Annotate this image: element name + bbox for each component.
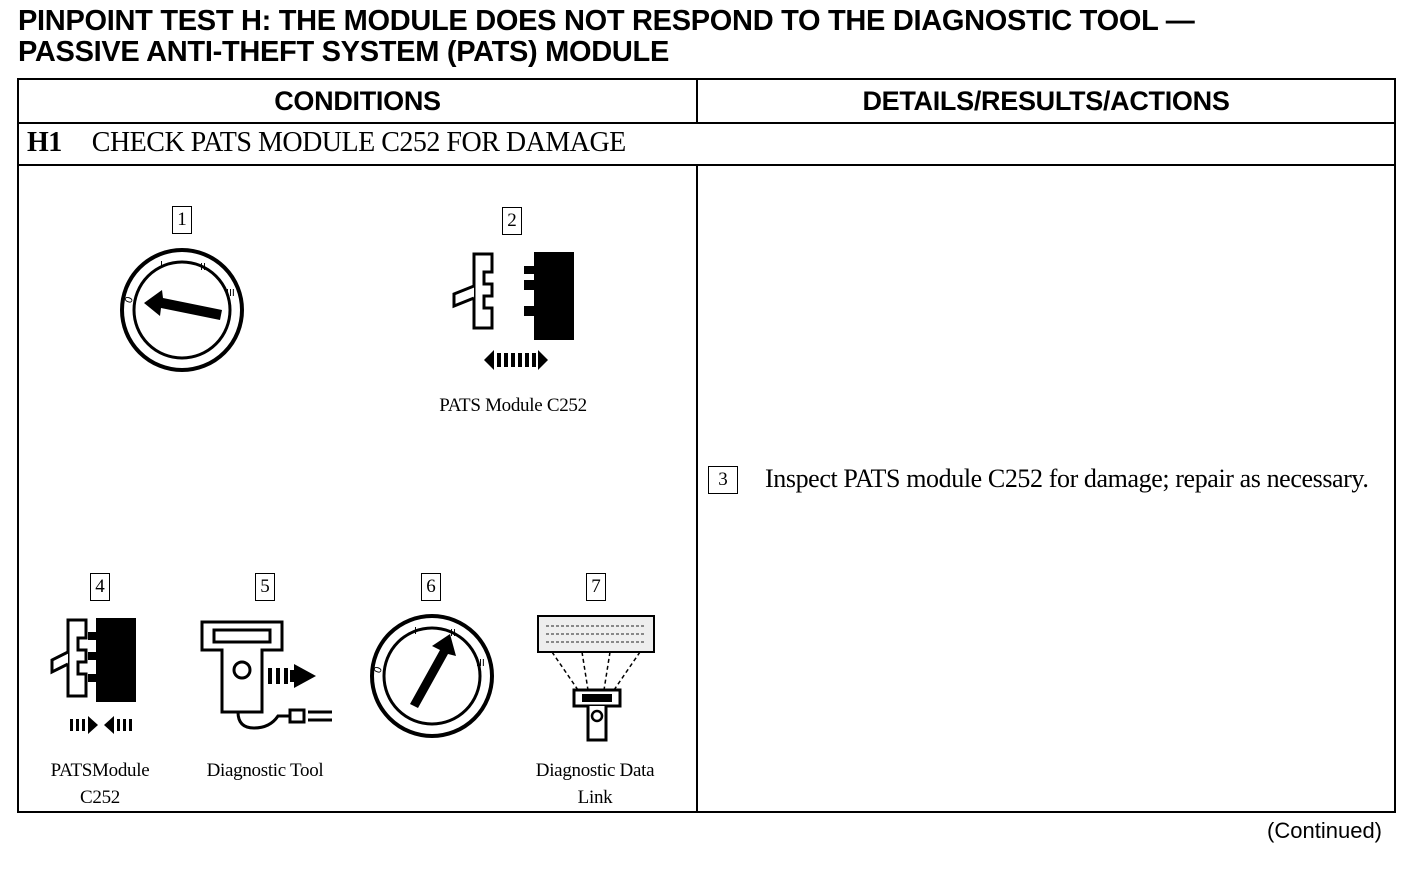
connector-disconnect-icon: [452, 252, 574, 370]
svg-text:III: III: [476, 658, 485, 669]
title-line-1: PINPOINT TEST H: THE MODULE DOES NOT RES…: [18, 5, 1195, 37]
svg-text:III: III: [226, 288, 235, 299]
illustration-number-6: 6: [421, 573, 441, 601]
column-divider: [696, 80, 698, 811]
illustration-caption-7: Diagnostic Data Link: [515, 757, 675, 811]
svg-text:0: 0: [123, 295, 136, 305]
connector-connect-icon: [50, 618, 136, 734]
svg-text:II: II: [200, 262, 206, 273]
conditions-header: CONDITIONS: [274, 86, 441, 116]
header-divider: [19, 122, 1394, 124]
illustration-caption-4: PATSModule C252: [25, 757, 175, 811]
caption-7-line-1: Diagnostic Data: [535, 760, 655, 781]
action-number: 3: [708, 466, 738, 494]
illustration-caption-5: Diagnostic Tool: [206, 760, 324, 781]
step-heading: H1 CHECK PATS MODULE C252 FOR DAMAGE: [27, 127, 626, 159]
step-id: H1: [27, 127, 62, 158]
svg-text:II: II: [450, 628, 456, 639]
svg-text:I: I: [160, 260, 163, 271]
continued-label: (Continued): [1267, 818, 1382, 843]
illustration-number-2: 2: [502, 207, 522, 235]
diagnostic-tool-icon: [200, 620, 332, 730]
svg-text:I: I: [414, 626, 417, 637]
ignition-key-off-icon: 0 I II III: [120, 248, 244, 372]
caption-7-line-2: Link: [577, 787, 613, 808]
illustration-number-5: 5: [255, 573, 275, 601]
illustration-number-1: 1: [172, 206, 192, 234]
illustration-number-4: 4: [90, 573, 110, 601]
caption-4-line-2: C252: [80, 787, 120, 808]
step-title: CHECK PATS MODULE C252 FOR DAMAGE: [91, 127, 626, 158]
details-header: DETAILS/RESULTS/ACTIONS: [862, 86, 1230, 116]
illustration-caption-2: PATS Module C252: [439, 395, 587, 416]
page-title: PINPOINT TEST H: THE MODULE DOES NOT RES…: [18, 6, 1398, 68]
caption-4-line-1: PATSModule: [50, 760, 150, 781]
data-link-icon: [537, 615, 655, 742]
title-line-2: PASSIVE ANTI-THEFT SYSTEM (PATS) MODULE: [18, 36, 670, 68]
pinpoint-test-table: CONDITIONS DETAILS/RESULTS/ACTIONS H1 CHE…: [17, 78, 1396, 813]
illustration-number-7: 7: [586, 573, 606, 601]
ignition-key-run-icon: 0 I II III: [370, 614, 494, 738]
step-divider: [19, 164, 1394, 166]
svg-text:0: 0: [372, 665, 385, 675]
step-row-span: [696, 124, 698, 164]
action-text: Inspect PATS module C252 for damage; rep…: [765, 464, 1369, 493]
